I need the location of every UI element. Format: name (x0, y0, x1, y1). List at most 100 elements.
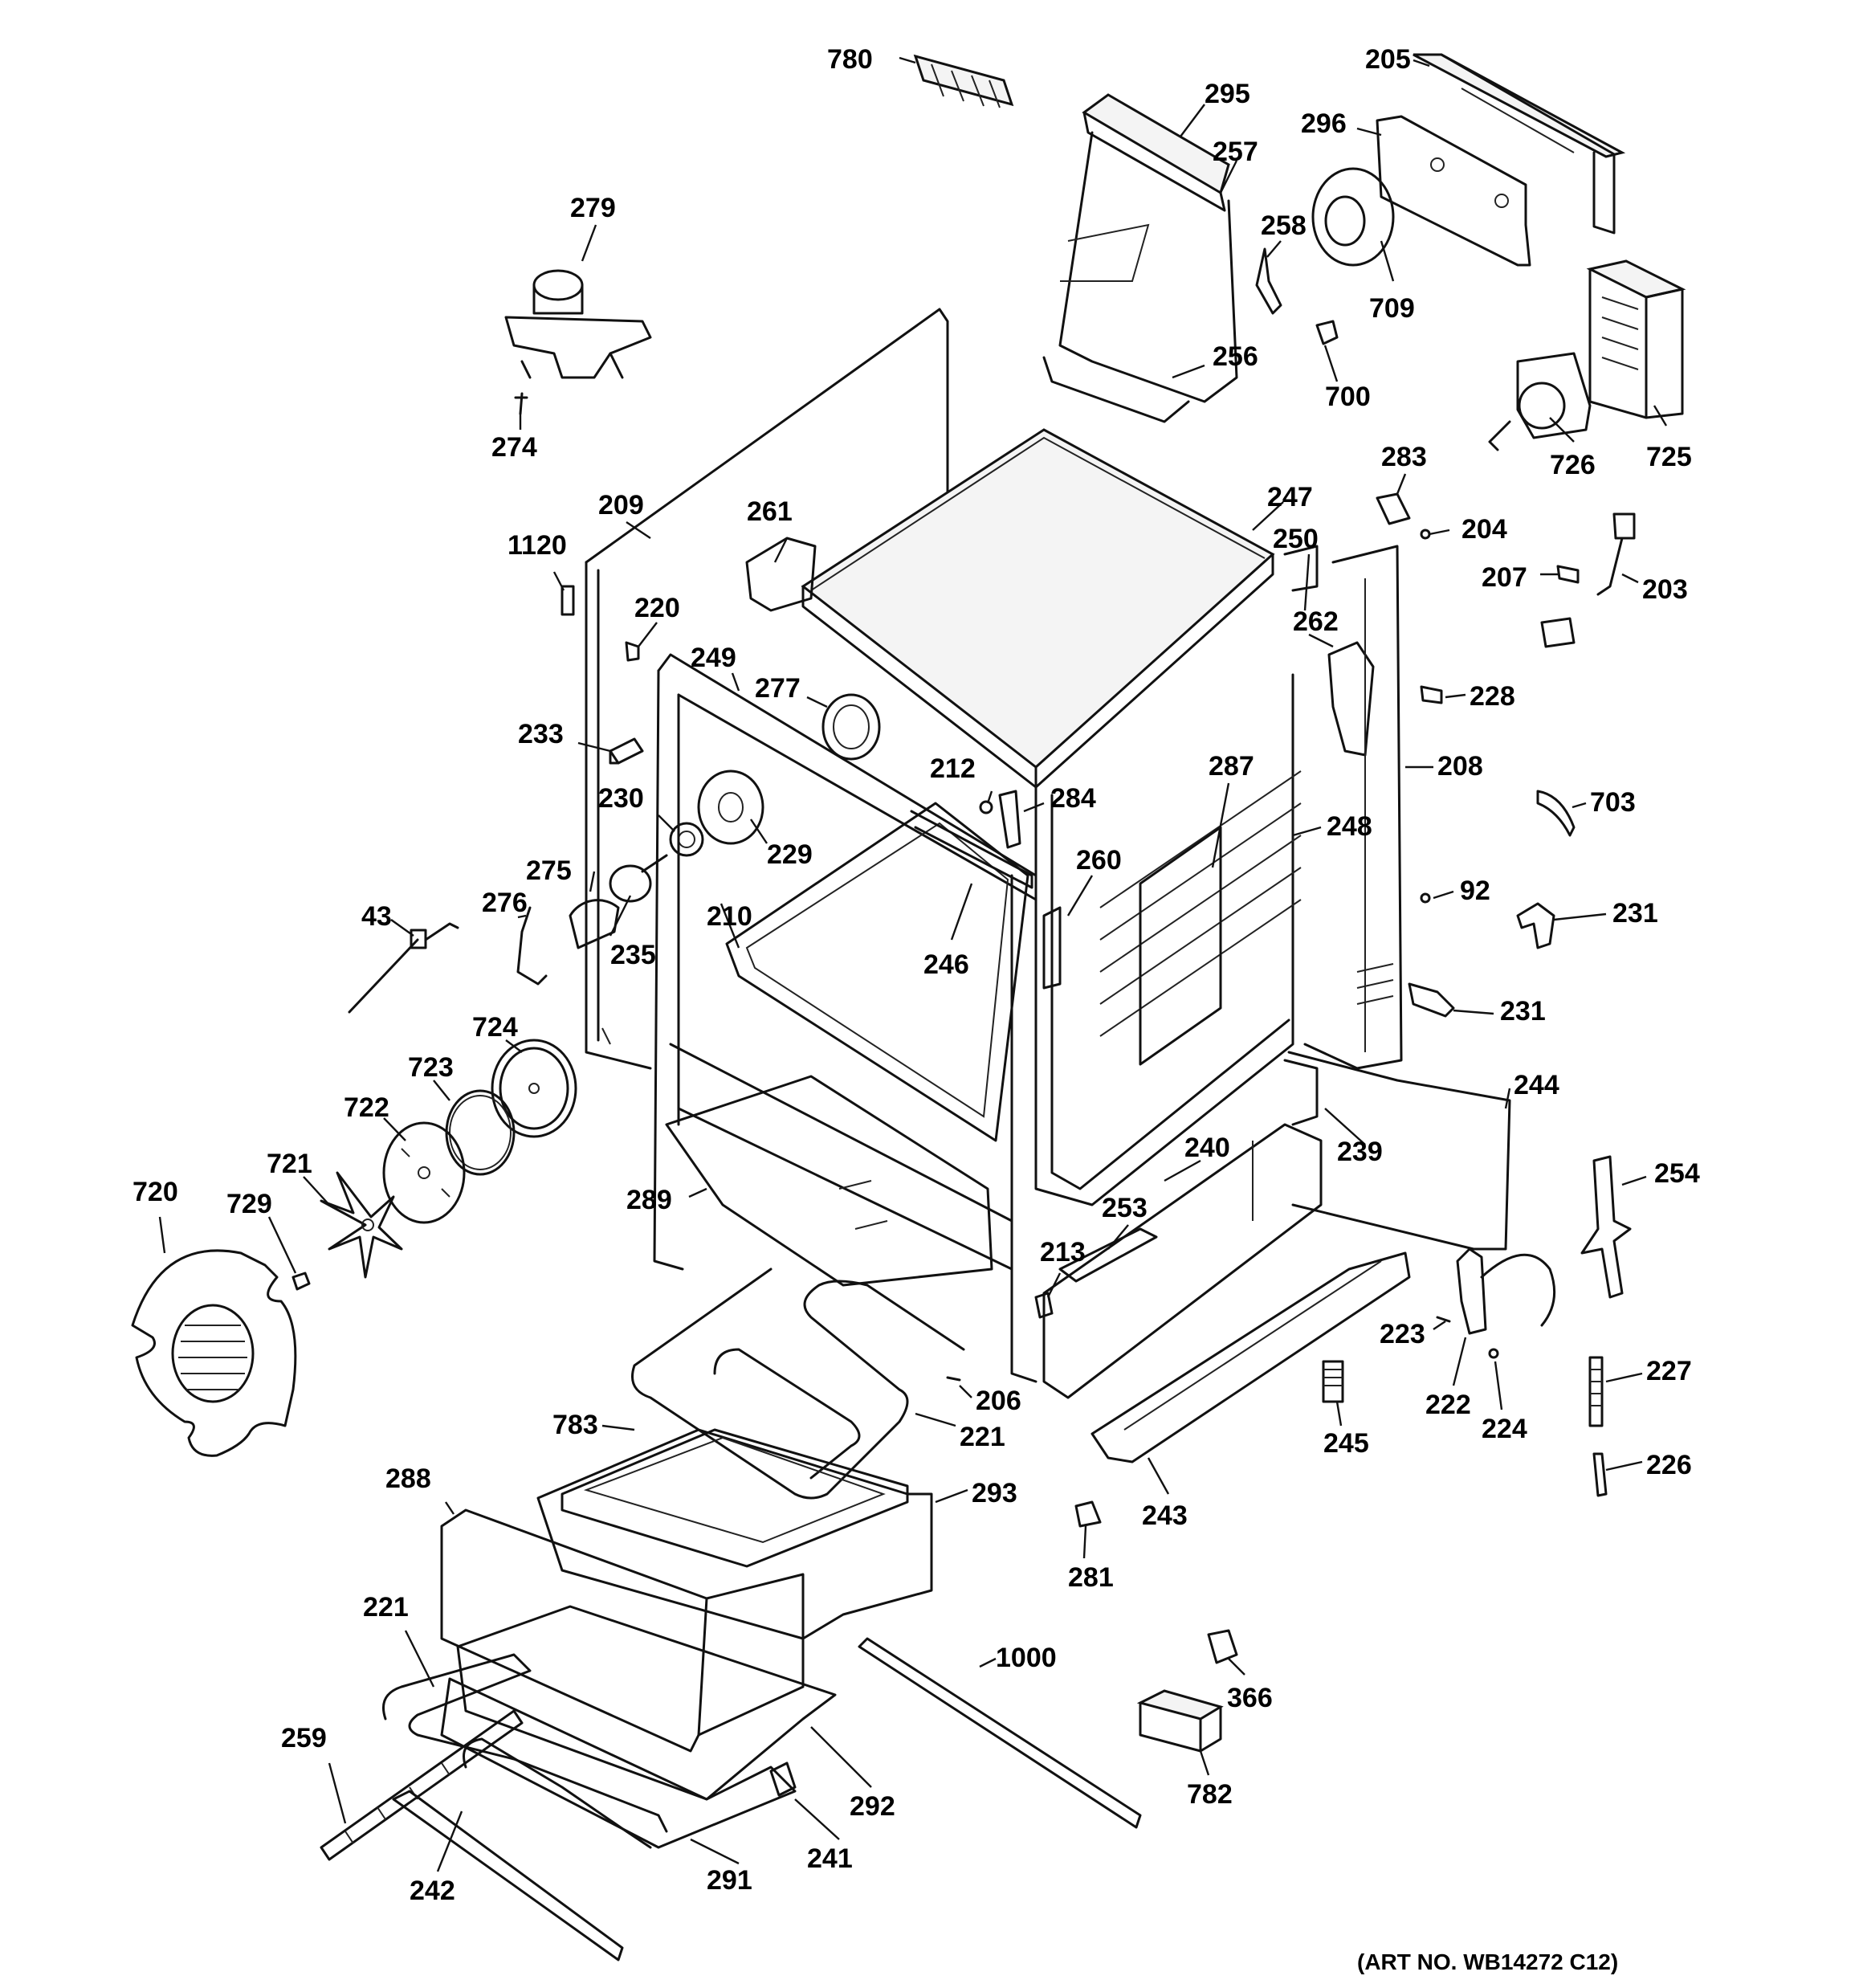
label-205: 205 (1365, 44, 1411, 75)
part-229-rear-light-ring (697, 769, 764, 845)
part-260-side-trim (1042, 906, 1062, 990)
part-729-nut (291, 1272, 311, 1291)
label-296: 296 (1301, 108, 1347, 139)
part-1000-gasket (858, 1637, 1142, 1829)
part-295-duct-top (1082, 93, 1230, 212)
art-number: (ART NO. WB14272 C12) (1357, 1949, 1618, 1974)
part-293-drawer-housing (536, 1428, 933, 1640)
label-261: 261 (747, 496, 793, 527)
part-289-bottom-shield (665, 1075, 993, 1287)
part-244-rear-insulation (1287, 1051, 1511, 1251)
part-276-wire-clip (516, 906, 548, 986)
part-228-clip (1420, 685, 1443, 704)
label-222: 222 (1425, 1390, 1471, 1420)
part-296-rear-plate (1376, 115, 1531, 267)
label-220: 220 (634, 593, 680, 623)
part-284-bracket (998, 790, 1021, 849)
part-254-hinge (1580, 1155, 1632, 1299)
label-366: 366 (1227, 1683, 1273, 1713)
part-227-hinge-spring (1588, 1356, 1604, 1427)
part-720-fan-rear-plate (131, 1249, 297, 1457)
part-262-bracket (1327, 641, 1375, 757)
part-722-fan-baffle (382, 1121, 466, 1224)
part-247-top-panel (801, 428, 1275, 789)
part-92-screw (1420, 892, 1431, 904)
part-281-clip (1074, 1500, 1102, 1528)
part-209-left-side-panel (585, 308, 949, 1070)
label-257: 257 (1213, 137, 1258, 167)
label-1120: 1120 (508, 530, 567, 561)
label-230: 230 (598, 783, 644, 814)
label-259: 259 (281, 1723, 327, 1753)
part-206-screw (946, 1376, 961, 1382)
part-233-socket (609, 737, 644, 765)
part-231b-bracket (1408, 982, 1455, 1018)
label-239: 239 (1337, 1137, 1383, 1167)
part-279-switch-assembly (504, 269, 652, 379)
part-288-front-rail (440, 1508, 805, 1753)
label-288: 288 (385, 1463, 431, 1494)
label-233: 233 (518, 719, 564, 749)
part-292-drawer-panel (456, 1605, 837, 1801)
part-246-trim (910, 810, 1033, 889)
label-722: 722 (344, 1092, 389, 1123)
part-277-rear-ring (821, 693, 881, 761)
part-235-lamp-bulb (609, 854, 668, 903)
label-783: 783 (552, 1410, 598, 1440)
label-221b: 221 (363, 1592, 409, 1623)
part-366-clip (1207, 1629, 1238, 1664)
part-259-slide-rail (320, 1709, 524, 1861)
label-724: 724 (472, 1012, 518, 1043)
label-43: 43 (361, 901, 392, 932)
callout-labels: 780 295 205 296 257 279 258 709 256 700 … (132, 44, 1700, 1974)
part-245-leveling-leg (1322, 1360, 1344, 1403)
label-229: 229 (767, 839, 813, 870)
part-243-base-rail (1090, 1251, 1411, 1463)
label-231a: 231 (1612, 898, 1658, 929)
label-295: 295 (1205, 79, 1250, 109)
part-204-screw (1420, 529, 1431, 540)
part-220-screw (625, 641, 640, 662)
label-1000: 1000 (996, 1643, 1057, 1673)
label-212: 212 (930, 753, 976, 784)
part-287-side-panel (1139, 826, 1222, 1066)
label-277: 277 (755, 673, 801, 704)
label-700: 700 (1325, 382, 1371, 412)
label-240: 240 (1184, 1133, 1230, 1163)
part-1120-plate (561, 585, 575, 616)
part-724-fan-cover-plate (491, 1039, 577, 1138)
label-276: 276 (482, 888, 528, 918)
label-244: 244 (1514, 1070, 1559, 1100)
part-208-right-rear-channel (1303, 545, 1403, 1070)
part-291-drawer-liner (440, 1677, 797, 1849)
part-212-screw (979, 800, 993, 814)
part-723-insulation-disc (445, 1089, 516, 1176)
label-279: 279 (570, 193, 616, 223)
label-247: 247 (1267, 482, 1313, 512)
label-254: 254 (1654, 1158, 1700, 1189)
label-243: 243 (1142, 1500, 1188, 1531)
label-245: 245 (1323, 1428, 1369, 1459)
part-205-rear-bracket (1413, 53, 1626, 235)
label-780: 780 (827, 44, 873, 75)
label-92: 92 (1460, 876, 1490, 906)
part-726-fan-motor (1488, 352, 1592, 451)
label-283: 283 (1381, 442, 1427, 472)
part-224-screw (1488, 1348, 1499, 1359)
part-210-oven-cavity-opening (725, 802, 1029, 1142)
label-221a: 221 (960, 1422, 1005, 1452)
part-258-clip (1255, 247, 1282, 315)
part-700-clip (1315, 320, 1339, 345)
label-224: 224 (1482, 1414, 1527, 1444)
label-703: 703 (1590, 787, 1636, 818)
label-782: 782 (1187, 1779, 1233, 1810)
part-283-clip (1376, 492, 1411, 525)
label-291: 291 (707, 1865, 752, 1896)
part-43-sensor (348, 922, 459, 1014)
label-287: 287 (1209, 751, 1254, 782)
part-239-side-channel (1283, 1059, 1319, 1126)
part-203-power-cord (1540, 512, 1636, 648)
label-725: 725 (1646, 442, 1692, 472)
part-223-screw (1436, 1316, 1451, 1323)
label-293: 293 (972, 1478, 1017, 1508)
